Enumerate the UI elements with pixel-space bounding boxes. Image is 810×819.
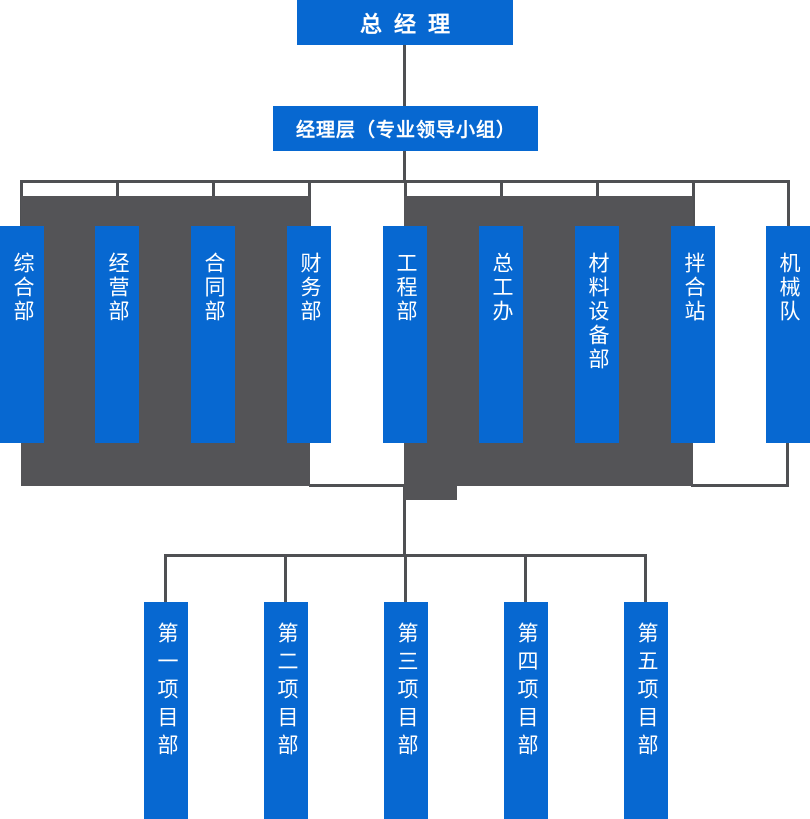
org-box-general-manager: 总经理: [297, 0, 513, 45]
connector-drop-proj-2: [284, 554, 287, 602]
dept-label: 材料设备部: [586, 252, 609, 372]
dept-label: 拌合站: [682, 252, 705, 324]
org-box-project-2: 第二项目部: [264, 602, 308, 819]
connector-drop-dept-9: [787, 180, 790, 226]
org-box-project-1: 第一项目部: [144, 602, 188, 819]
project-label: 第四项目部: [515, 622, 538, 762]
org-box-dept-finance: 财务部: [287, 226, 331, 443]
org-box-dept-engineering: 工程部: [383, 226, 427, 443]
connector-trunk-top: [403, 45, 406, 107]
org-box-dept-machinery-team: 机械队: [766, 226, 810, 443]
connector-trunk-bottom: [403, 484, 406, 557]
org-box-dept-operations: 经营部: [95, 226, 139, 443]
connector-drop-proj-3: [404, 554, 407, 602]
connector-drop-dept-8: [692, 180, 695, 226]
org-box-dept-materials-equipment: 材料设备部: [575, 226, 619, 443]
dept-label: 综合部: [11, 252, 34, 324]
panel-right-bottom-tab: [404, 486, 457, 500]
project-label: 第一项目部: [155, 622, 178, 762]
dept-label: 经营部: [106, 252, 129, 324]
management-layer-label: 经理层（专业领导小组）: [295, 120, 516, 141]
connector-trunk-mid: [403, 151, 406, 182]
panel-right-background: [404, 196, 693, 486]
dept-label: 财务部: [298, 252, 321, 324]
dept-label: 合同部: [202, 252, 225, 324]
org-box-dept-contracts: 合同部: [191, 226, 235, 443]
dept-label: 机械队: [777, 252, 800, 324]
org-box-project-5: 第五项目部: [624, 602, 668, 819]
org-box-project-4: 第四项目部: [504, 602, 548, 819]
connector-mid-left-horizontal: [309, 484, 406, 487]
connector-drop-proj-1: [164, 554, 167, 602]
general-manager-label: 总经理: [359, 11, 462, 37]
project-label: 第二项目部: [275, 622, 298, 762]
org-box-management-layer: 经理层（专业领导小组）: [273, 106, 538, 151]
project-label: 第五项目部: [635, 622, 658, 762]
project-label: 第三项目部: [395, 622, 418, 762]
dept-label: 总工办: [490, 252, 513, 324]
org-box-dept-mixing-station: 拌合站: [671, 226, 715, 443]
connector-mid-right-vertical: [786, 443, 789, 487]
connector-drop-proj-5: [644, 554, 647, 602]
connector-mid-right-horizontal: [691, 484, 789, 487]
org-box-dept-chief-engineer-office: 总工办: [479, 226, 523, 443]
dept-label: 工程部: [394, 252, 417, 324]
org-box-project-3: 第三项目部: [384, 602, 428, 819]
panel-left-background: [21, 196, 310, 486]
org-box-dept-general-affairs: 综合部: [0, 226, 44, 443]
connector-drop-proj-4: [524, 554, 527, 602]
